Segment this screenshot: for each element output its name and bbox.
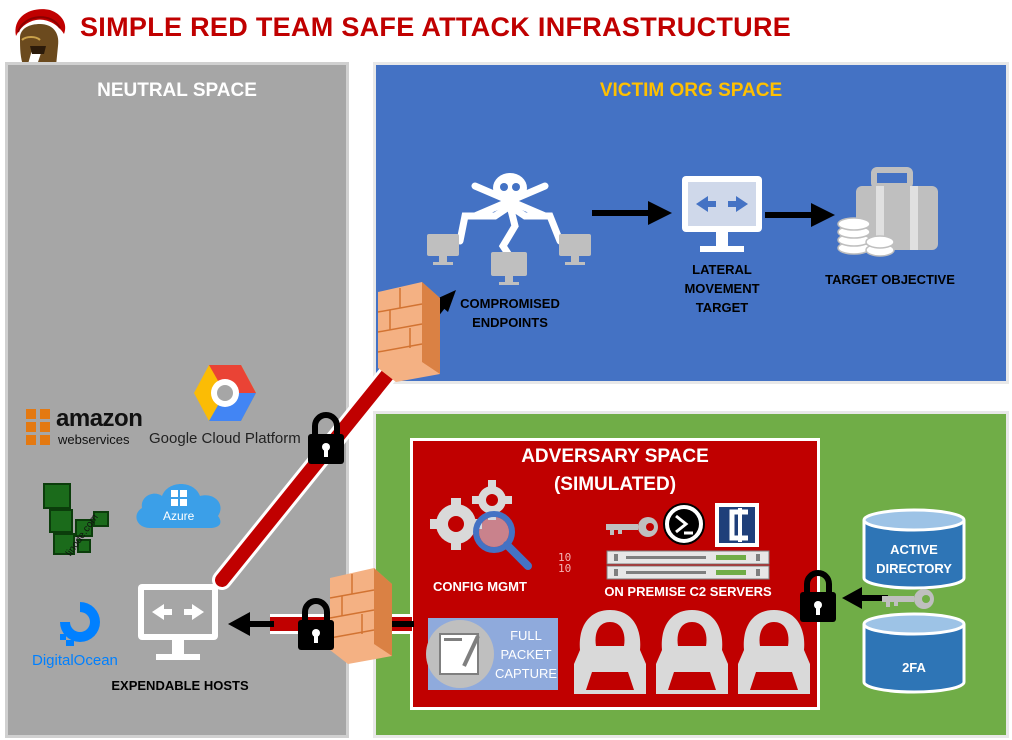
neutral-space-title: NEUTRAL SPACE xyxy=(97,80,257,101)
linode-logo-icon xyxy=(43,483,109,555)
adversary-space-subtitle: (SIMULATED) xyxy=(553,474,677,495)
page-title: SIMPLE RED TEAM SAFE ATTACK INFRASTRUCTU… xyxy=(80,12,792,42)
active-directory-database-icon xyxy=(862,508,966,590)
packet-label-line1: FULL xyxy=(510,628,542,643)
victim-space-title: VICTIM ORG SPACE xyxy=(599,80,783,101)
google-cloud-hexagon-icon xyxy=(194,365,256,421)
compromised-label-line1: COMPROMISED xyxy=(460,296,560,311)
config-mgmt-label: CONFIG MGMT xyxy=(433,579,527,594)
lateral-label-line1: LATERAL xyxy=(692,262,752,277)
azure-text: Azure xyxy=(163,509,195,523)
twofa-key-icon xyxy=(882,589,934,609)
packet-label-line3: CAPTURE xyxy=(494,666,558,681)
target-objective-label: TARGET OBJECTIVE xyxy=(825,272,955,287)
expendable-hosts-label: EXPENDABLE HOSTS xyxy=(111,678,249,693)
config-mgmt-gears-icon xyxy=(430,480,532,570)
twofa-label: 2FA xyxy=(902,660,926,675)
packet-label-line2: PACKET xyxy=(500,647,552,662)
diagonal-path-lock-icon xyxy=(308,412,344,464)
digitalocean-icon xyxy=(60,602,100,646)
victim-firewall-icon xyxy=(377,282,440,382)
arrow-to-target-icon xyxy=(765,203,835,227)
c2-server-rack-icon xyxy=(606,550,770,580)
active-directory-line1: ACTIVE xyxy=(890,542,938,557)
digitalocean-text: DigitalOcean xyxy=(32,652,118,669)
cobalt-strike-logo-icon xyxy=(715,503,759,547)
twofa-database-icon xyxy=(862,612,966,694)
google-cloud-platform-text: Google Cloud Platform xyxy=(149,430,301,447)
compromised-label-line2: ENDPOINTS xyxy=(472,315,548,330)
webservices-text: webservices xyxy=(58,432,130,447)
active-directory-line2: DIRECTORY xyxy=(876,561,952,576)
aws-cubes-icon xyxy=(26,409,50,445)
spartan-helmet-logo xyxy=(15,9,66,76)
packet-capture-label: FULL PACKET CAPTURE xyxy=(492,626,560,683)
compromised-endpoints-label: COMPROMISED ENDPOINTS xyxy=(450,294,570,332)
packet-capture-icon xyxy=(426,620,494,688)
amazon-text: amazon xyxy=(56,405,143,432)
horizontal-path-lock-icon xyxy=(298,598,334,650)
c2-servers-label: ON PREMISE C2 SERVERS xyxy=(604,584,772,599)
active-directory-label: ACTIVE DIRECTORY xyxy=(862,540,966,578)
amazon-web-services-logo: amazon webservices xyxy=(24,405,143,451)
arrow-to-lateral-icon xyxy=(592,201,672,225)
expendable-host-monitor-icon xyxy=(138,584,218,660)
lateral-movement-monitor-icon xyxy=(682,176,762,252)
lateral-label-line3: TARGET xyxy=(695,300,749,315)
lateral-label-line2: MOVEMENT xyxy=(684,281,760,296)
adversary-firewall-icon xyxy=(329,568,392,664)
adversary-space-title: ADVERSARY SPACE xyxy=(521,446,709,467)
lateral-movement-label: LATERAL MOVEMENT TARGET xyxy=(670,260,774,317)
adversary-access-lock-icon xyxy=(800,570,836,622)
powershell-logo-icon xyxy=(663,503,705,545)
c2-key-icon xyxy=(606,517,658,537)
target-objective-icon xyxy=(837,167,938,257)
compromised-network-icon xyxy=(427,173,591,285)
azure-cloud-icon xyxy=(136,484,221,528)
hooded-operators-icon xyxy=(574,610,810,694)
